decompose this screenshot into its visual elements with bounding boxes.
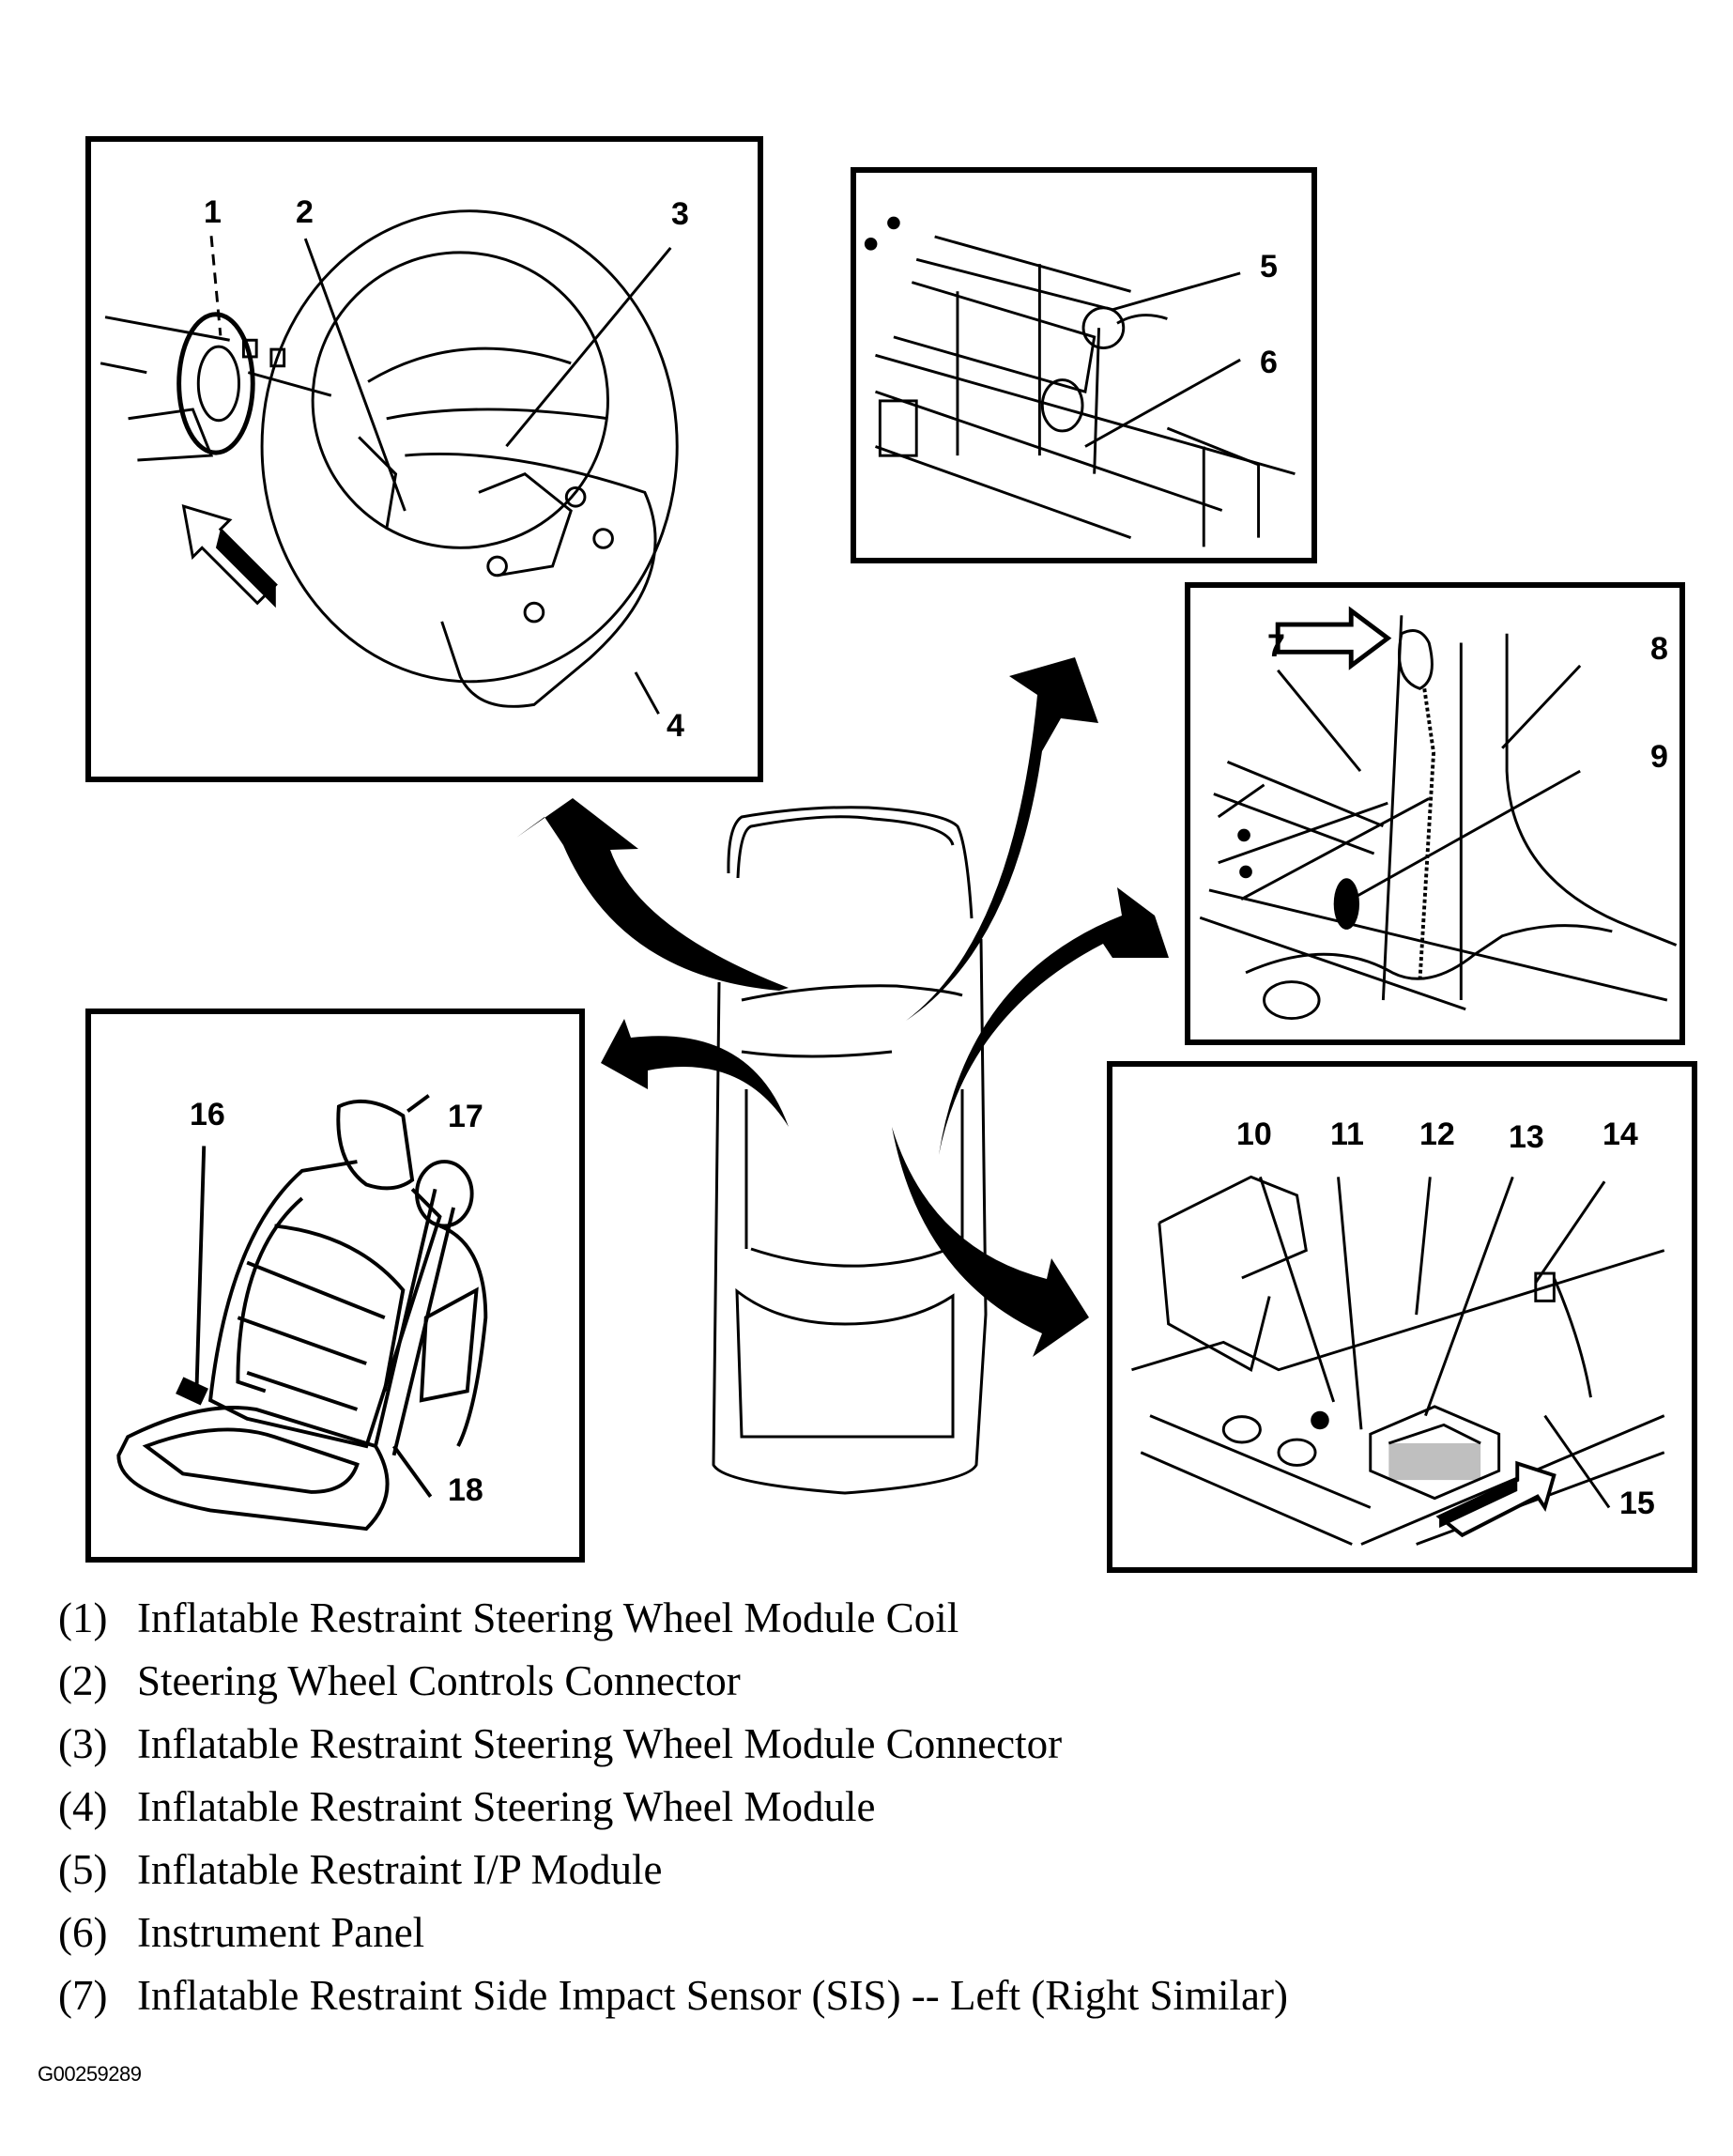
- panel-floor-module: 10 11 12 13 14 15: [1107, 1061, 1697, 1573]
- callout-10: 10: [1236, 1116, 1272, 1152]
- legend-number: (1): [58, 1594, 108, 1641]
- callout-4: 4: [667, 708, 684, 744]
- callout-12: 12: [1419, 1116, 1455, 1152]
- callout-15: 15: [1619, 1486, 1655, 1521]
- callout-2: 2: [296, 194, 314, 230]
- callout-16: 16: [190, 1097, 225, 1132]
- legend-text: Inflatable Restraint Steering Wheel Modu…: [137, 1720, 1063, 1767]
- callout-14: 14: [1603, 1116, 1638, 1152]
- legend-text: Inflatable Restraint Side Impact Sensor …: [137, 1972, 1288, 2019]
- arrow-to-steering-wheel: [516, 798, 789, 991]
- panel-seat: 16 17 18: [85, 1009, 585, 1563]
- legend-item: (2) Steering Wheel Controls Connector: [58, 1650, 1288, 1713]
- legend-item: (4) Inflatable Restraint Steering Wheel …: [58, 1776, 1288, 1839]
- callout-6: 6: [1260, 345, 1278, 380]
- legend-text: Inflatable Restraint I/P Module: [137, 1846, 663, 1893]
- instrument-panel-illustration: [864, 216, 1296, 547]
- legend-text: Inflatable Restraint Steering Wheel Modu…: [137, 1783, 876, 1830]
- legend-item: (3) Inflatable Restraint Steering Wheel …: [58, 1713, 1288, 1776]
- side-impact-sensor-illustration: [1199, 606, 1678, 1021]
- callout-18: 18: [448, 1472, 483, 1508]
- legend-text: Steering Wheel Controls Connector: [137, 1657, 741, 1704]
- callout-3: 3: [671, 196, 689, 232]
- callout-17: 17: [448, 1099, 483, 1134]
- panel-instrument-panel: 5 6: [851, 167, 1317, 563]
- arrow-to-floor-module: [892, 1127, 1089, 1357]
- legend-item: (6) Instrument Panel: [58, 1902, 1288, 1964]
- callout-1: 1: [204, 194, 222, 230]
- callout-8: 8: [1650, 631, 1668, 667]
- legend-number: (2): [58, 1657, 108, 1704]
- panel-steering-wheel: 1 2 3 4: [85, 136, 763, 782]
- legend-item: (5) Inflatable Restraint I/P Module: [58, 1839, 1288, 1902]
- callout-5: 5: [1260, 249, 1278, 285]
- seat-illustration: [116, 1094, 488, 1532]
- steering-wheel-illustration: [100, 209, 679, 715]
- legend-number: (6): [58, 1909, 108, 1956]
- legend-item: (7) Inflatable Restraint Side Impact Sen…: [58, 1964, 1288, 2027]
- legend-text: Instrument Panel: [137, 1909, 425, 1956]
- forward-arrow-icon: [1275, 606, 1392, 670]
- component-legend: (1) Inflatable Restraint Steering Wheel …: [58, 1587, 1288, 2027]
- legend-item: (1) Inflatable Restraint Steering Wheel …: [58, 1587, 1288, 1650]
- arrow-to-instrument-panel: [906, 657, 1098, 1021]
- floor-module-illustration: [1131, 1175, 1665, 1546]
- arrow-to-seat: [601, 1019, 789, 1127]
- figure-code: G00259289: [38, 2062, 142, 2086]
- vehicle-outline: [712, 806, 988, 1495]
- panel-side-impact-sensor: 7 8 9: [1185, 582, 1685, 1045]
- legend-number: (3): [58, 1720, 108, 1767]
- callout-7: 7: [1267, 628, 1285, 664]
- legend-number: (4): [58, 1783, 108, 1830]
- callout-9: 9: [1650, 739, 1668, 775]
- legend-number: (7): [58, 1972, 108, 2019]
- callout-13: 13: [1509, 1119, 1544, 1155]
- legend-number: (5): [58, 1846, 108, 1893]
- forward-arrow-icon: [181, 504, 278, 608]
- callout-11: 11: [1330, 1116, 1364, 1152]
- legend-text: Inflatable Restraint Steering Wheel Modu…: [137, 1594, 959, 1641]
